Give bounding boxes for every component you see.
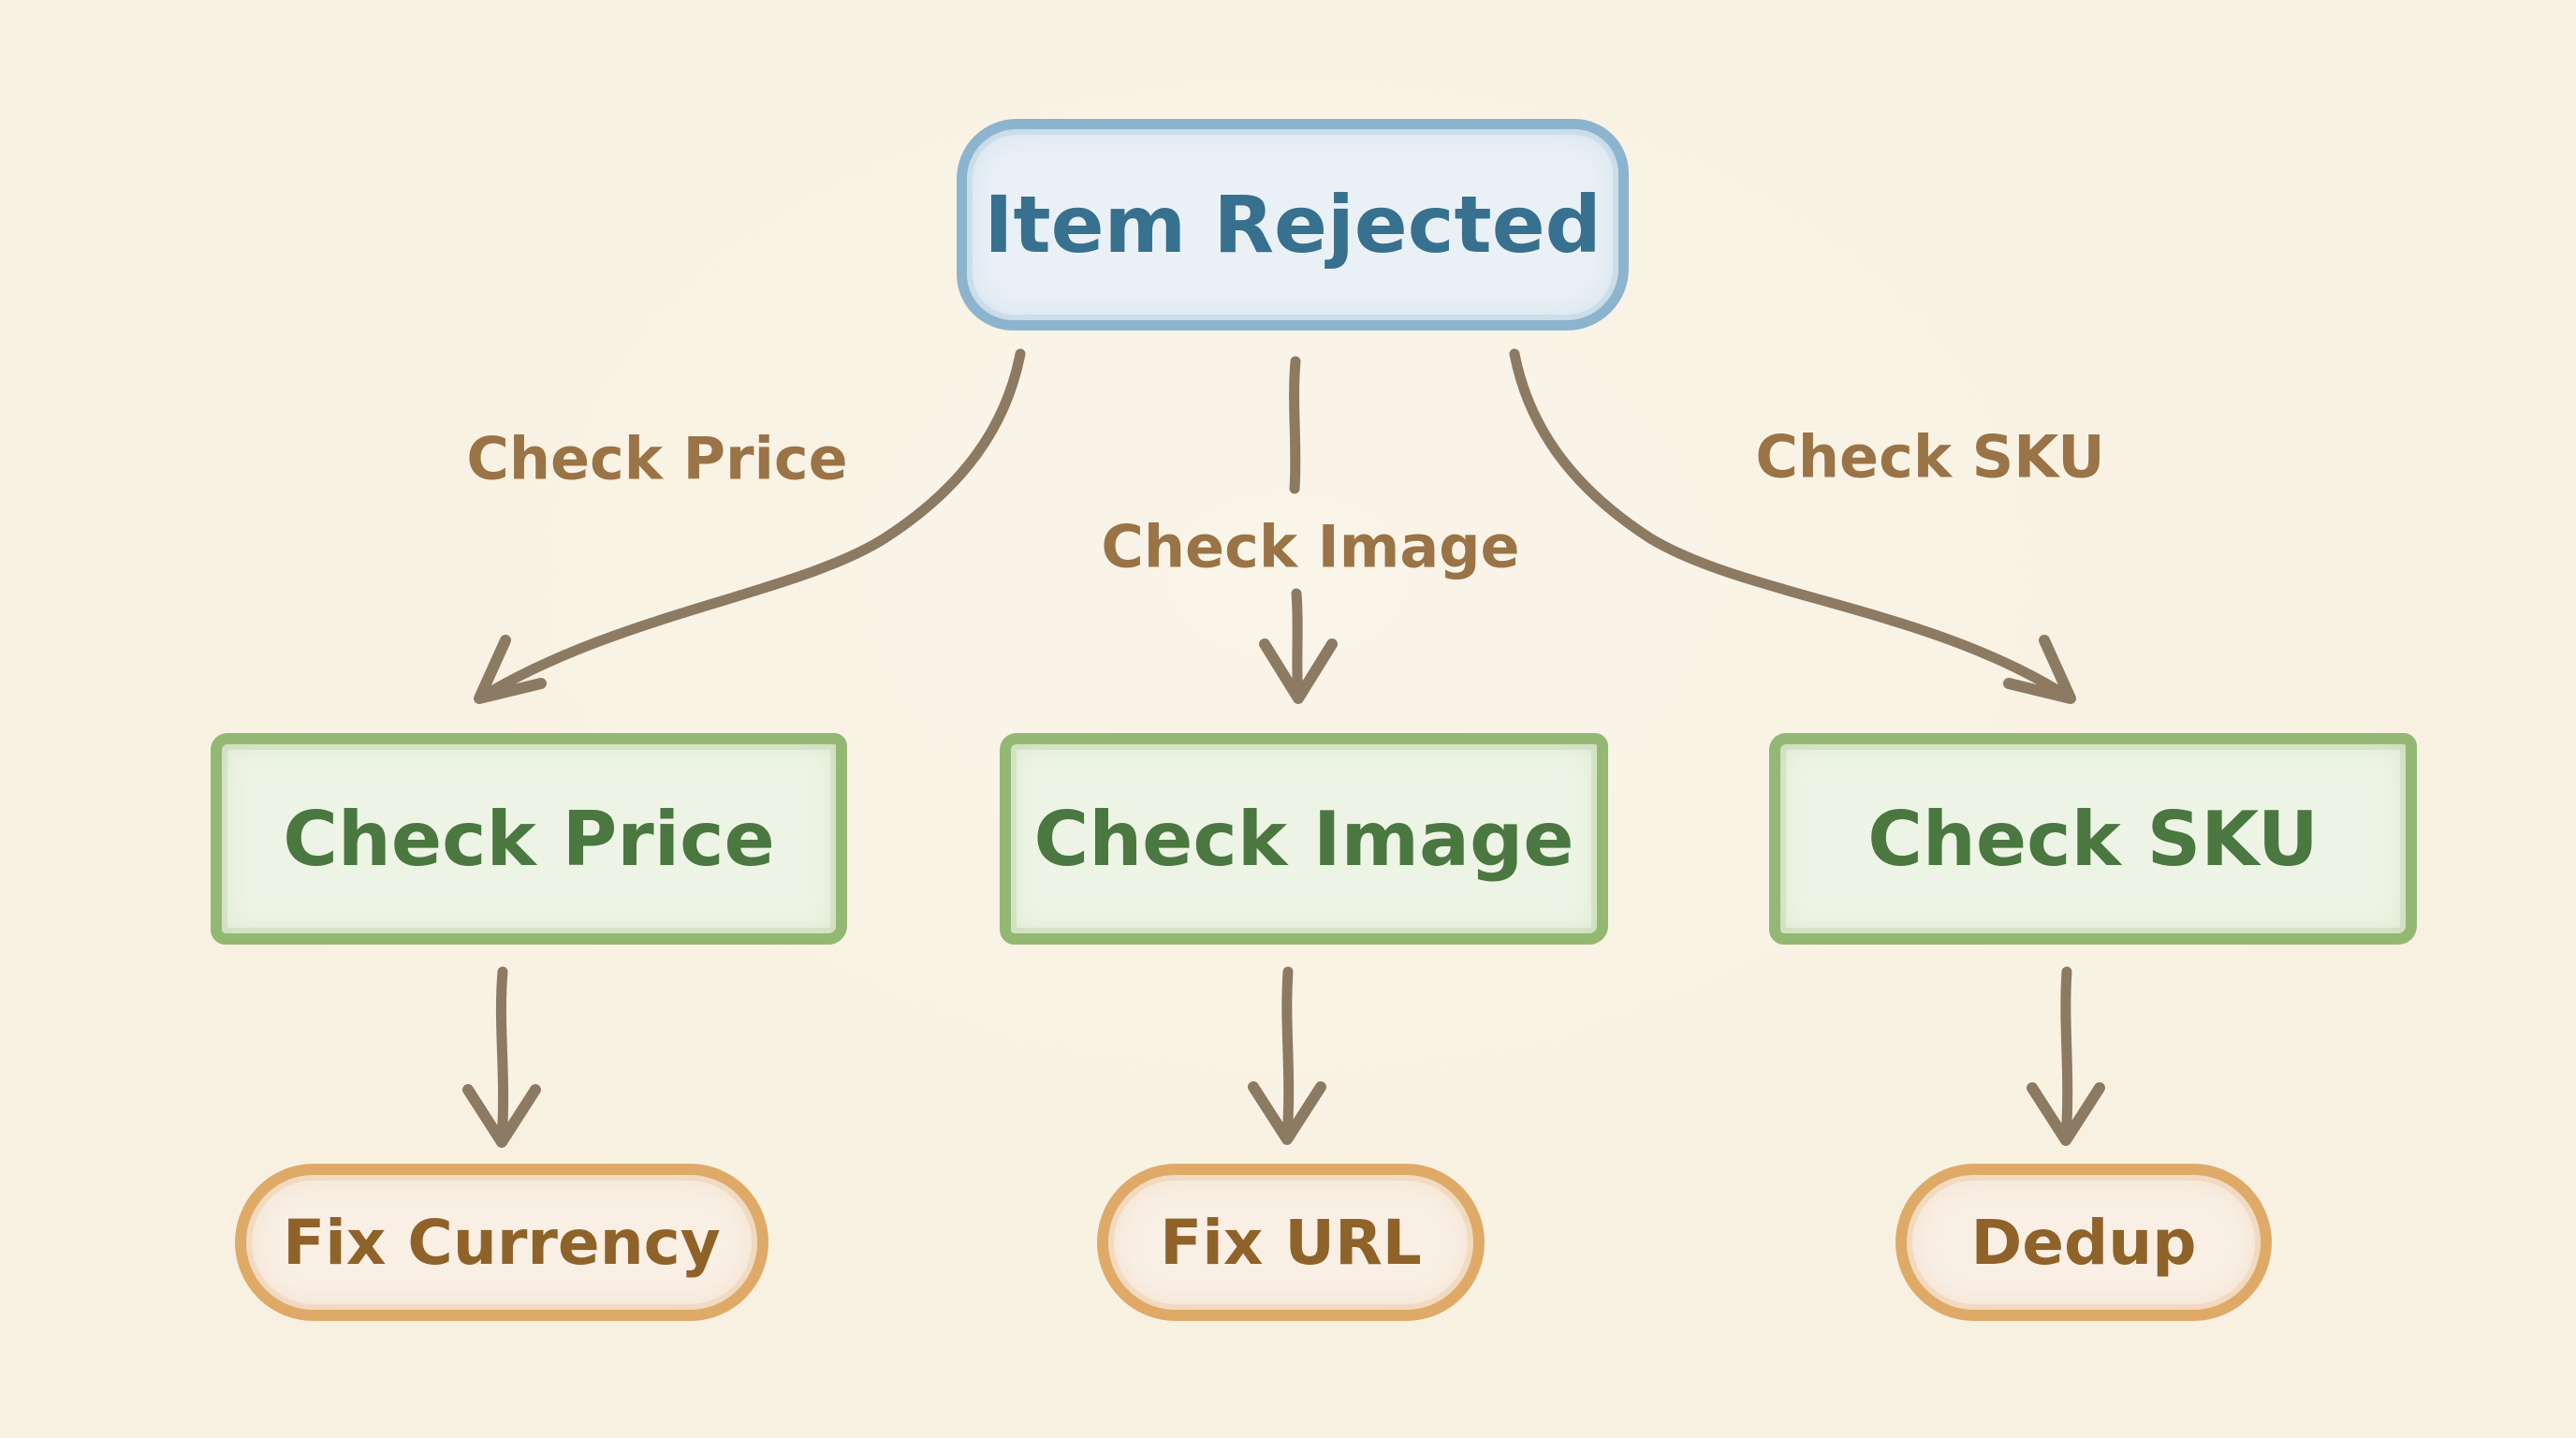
edge-check-price-to-fix-currency <box>462 966 541 1148</box>
node-dedup: Dedup <box>1895 1164 2272 1321</box>
edge-check-sku-to-dedup <box>2027 966 2105 1146</box>
edge-check-image-to-fix-url <box>1248 966 1326 1145</box>
node-label: Dedup <box>1970 1206 2197 1279</box>
arrowhead-icon <box>462 1084 541 1148</box>
node-label: Fix Currency <box>283 1206 721 1279</box>
edge-item-rejected-to-check-image <box>1259 356 1338 704</box>
arrowhead-icon <box>2027 1082 2105 1146</box>
edge-label-check-sku: Check SKU <box>1755 422 2105 492</box>
node-label: Check Price <box>283 795 775 883</box>
arrowhead-icon <box>2003 635 2076 704</box>
edge-item-rejected-to-check-sku <box>1509 348 2076 704</box>
node-label: Item Rejected <box>984 179 1602 271</box>
edge-item-rejected-to-check-price <box>474 348 1026 704</box>
node-label: Fix URL <box>1160 1206 1422 1279</box>
node-item-rejected: Item Rejected <box>957 119 1629 330</box>
arrowhead-icon <box>1259 638 1338 704</box>
node-label: Check SKU <box>1867 795 2319 883</box>
edge-label-check-image: Check Image <box>1101 512 1520 581</box>
node-check-sku: Check SKU <box>1769 733 2417 945</box>
edge-label-check-price: Check Price <box>466 424 848 493</box>
node-check-image: Check Image <box>1000 733 1608 945</box>
node-fix-url: Fix URL <box>1097 1164 1485 1321</box>
node-fix-currency: Fix Currency <box>235 1164 768 1321</box>
arrowhead-icon <box>1248 1081 1326 1145</box>
node-check-price: Check Price <box>211 733 847 945</box>
node-label: Check Image <box>1033 795 1574 883</box>
arrowhead-icon <box>474 635 547 704</box>
